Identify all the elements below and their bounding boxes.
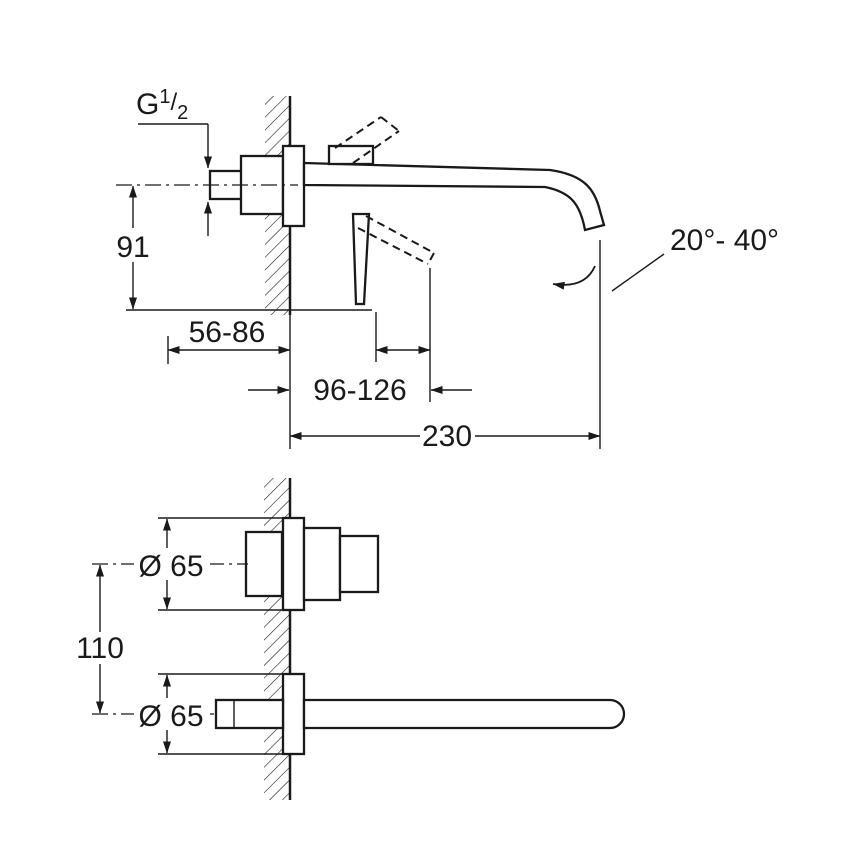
dim-110-label: 110 xyxy=(76,632,124,665)
handle-raised-dashed xyxy=(334,116,400,164)
spout-unit xyxy=(214,672,626,756)
dia-handle-label-bg xyxy=(134,548,210,580)
dim-96-126-label: 96-126 xyxy=(313,374,406,407)
angle-label: 20°- 40° xyxy=(670,224,779,257)
dim-230-label: 230 xyxy=(422,420,472,453)
dim-91: 91 xyxy=(111,185,372,311)
handle-grip xyxy=(338,534,380,594)
dim-lever-span xyxy=(375,268,431,402)
spout-escutcheon xyxy=(281,672,306,756)
dim-56-86-label: 56-86 xyxy=(189,316,266,349)
top-view: G1/2 91 56-86 96-126 230 xyxy=(111,86,779,453)
dim-230: 230 xyxy=(289,240,601,453)
dim-96-126: 96-126 xyxy=(248,374,472,407)
spout-inlet-stub xyxy=(214,698,285,730)
handle-escutcheon xyxy=(281,516,306,612)
handle-base xyxy=(327,144,375,166)
dim-56-86: 56-86 xyxy=(167,316,291,364)
lever-swung-dashed xyxy=(357,215,435,265)
spout-outline xyxy=(302,161,606,232)
dim-thread-size: G1/2 xyxy=(136,86,212,236)
wall-escutcheon-plate xyxy=(281,144,306,228)
spout-tube xyxy=(302,698,626,730)
dia-spout-label-bg xyxy=(134,698,210,730)
dim-dia-spout: Ø 65 xyxy=(134,673,283,755)
bottom-view: Ø 65 110 Ø 65 xyxy=(70,478,626,800)
lever-handle xyxy=(351,212,371,306)
dim-dia-handle: Ø 65 xyxy=(134,517,283,611)
dim-110-label-bg xyxy=(70,632,130,664)
dim-91-label: 91 xyxy=(116,231,149,264)
angle-annotation: 20°- 40° xyxy=(552,224,779,292)
thread-size-label: G1/2 xyxy=(136,86,188,124)
angle-leader-line xyxy=(611,253,665,292)
handle-unit xyxy=(244,516,380,612)
dim-110: 110 xyxy=(70,564,130,714)
handle-block xyxy=(302,526,342,602)
dia-handle-label: Ø 65 xyxy=(138,550,203,583)
handle-concealed-body xyxy=(244,530,284,598)
dim-91-label-bg xyxy=(111,228,156,262)
handle-alternate-positions xyxy=(334,116,435,265)
swivel-arc-arrow xyxy=(552,265,596,290)
dia-spout-label: Ø 65 xyxy=(138,700,203,733)
